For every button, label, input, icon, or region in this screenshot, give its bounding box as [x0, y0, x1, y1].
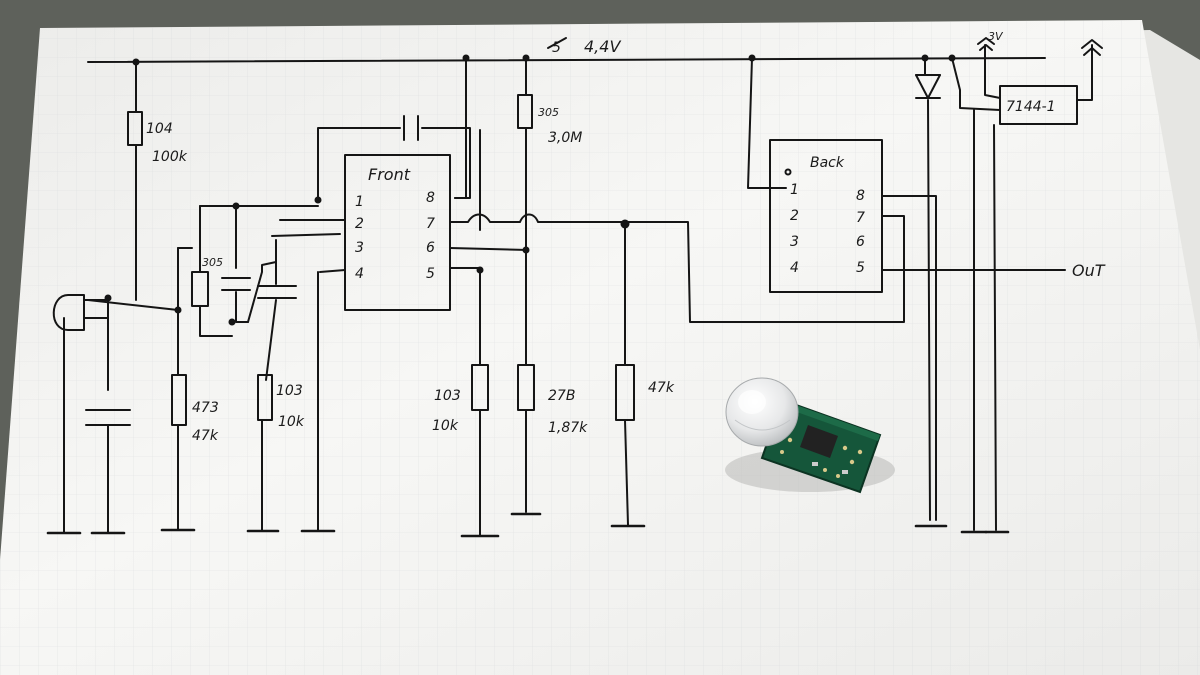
resistor-103-left — [257, 374, 273, 421]
regulator-label: 7144-1 — [1006, 99, 1056, 115]
diode-symbol — [915, 74, 941, 99]
resistor-47k — [615, 364, 635, 421]
ic-front-pin-5: 5 — [426, 266, 435, 282]
junction-dots — [104, 54, 956, 326]
ic-back-pin-4: 4 — [790, 260, 799, 276]
ic-front-pin-4: 4 — [355, 266, 364, 282]
r27b-value: 1,87k — [548, 420, 588, 436]
r103-mid-value: 10k — [432, 418, 459, 434]
r305-small-code: 305 — [202, 256, 223, 269]
resistor-305-top — [517, 94, 533, 129]
supply-crossed-label: 5 — [552, 40, 561, 56]
ic-back-pin-7: 7 — [856, 210, 865, 226]
supply-arrow-icon — [977, 37, 995, 51]
capacitor-left — [85, 409, 131, 426]
r305-value: 3,0M — [548, 130, 582, 146]
r27b-code: 27B — [548, 388, 575, 404]
regulator-box — [999, 85, 1078, 125]
capacitor-top — [403, 115, 419, 141]
ic-back-title: Back — [810, 155, 845, 171]
resistor-473 — [171, 374, 187, 426]
strike-mark — [547, 37, 567, 49]
ic-front-body — [344, 154, 451, 311]
output-label: OuT — [1072, 261, 1106, 280]
r103-left-value: 10k — [278, 414, 305, 430]
ic-front-pin-6: 6 — [426, 240, 435, 256]
ic-front-pin-3: 3 — [355, 240, 364, 256]
regulator-supply-label: 3V — [988, 30, 1004, 43]
ic-back-pin1-marker — [784, 168, 792, 176]
resistor-27b — [517, 364, 535, 411]
ic-back-pin-5: 5 — [856, 260, 865, 276]
resistor-103-mid — [471, 364, 489, 411]
r104-code: 104 — [146, 121, 173, 137]
ic-back-pin-1: 1 — [790, 182, 799, 198]
ic-front-pin-2: 2 — [355, 216, 364, 232]
ic-back-body — [769, 139, 883, 293]
capacitor-cluster — [221, 277, 297, 299]
wiring — [63, 44, 1093, 536]
pir-sensor-symbol — [52, 294, 109, 331]
ic-front-pin-1: 1 — [355, 194, 364, 210]
ic-back-pin-3: 3 — [790, 234, 799, 250]
paper-grid — [0, 20, 1200, 675]
ic-front-pin-8: 8 — [426, 190, 435, 206]
resistor-305-small — [191, 271, 209, 307]
r103-left-code: 103 — [276, 383, 303, 399]
antenna-icon — [1081, 39, 1103, 56]
r473-code: 473 — [192, 400, 219, 416]
ic-back-pin-6: 6 — [856, 234, 865, 250]
pir-module-photo — [725, 377, 895, 494]
r305-code: 305 — [538, 106, 559, 119]
ic-back-pin-8: 8 — [856, 188, 865, 204]
supply-label: 4,4V — [584, 37, 621, 56]
resistor-104 — [127, 111, 143, 146]
r473-value: 47k — [192, 428, 219, 444]
r47k-value: 47k — [648, 380, 675, 396]
r103-mid-code: 103 — [434, 388, 461, 404]
ic-back-pin-2: 2 — [790, 208, 799, 224]
r104-value: 100k — [152, 149, 188, 165]
ic-front-pin-7: 7 — [426, 216, 435, 232]
ic-front-title: Front — [368, 165, 411, 184]
ground-symbols — [46, 512, 1010, 538]
